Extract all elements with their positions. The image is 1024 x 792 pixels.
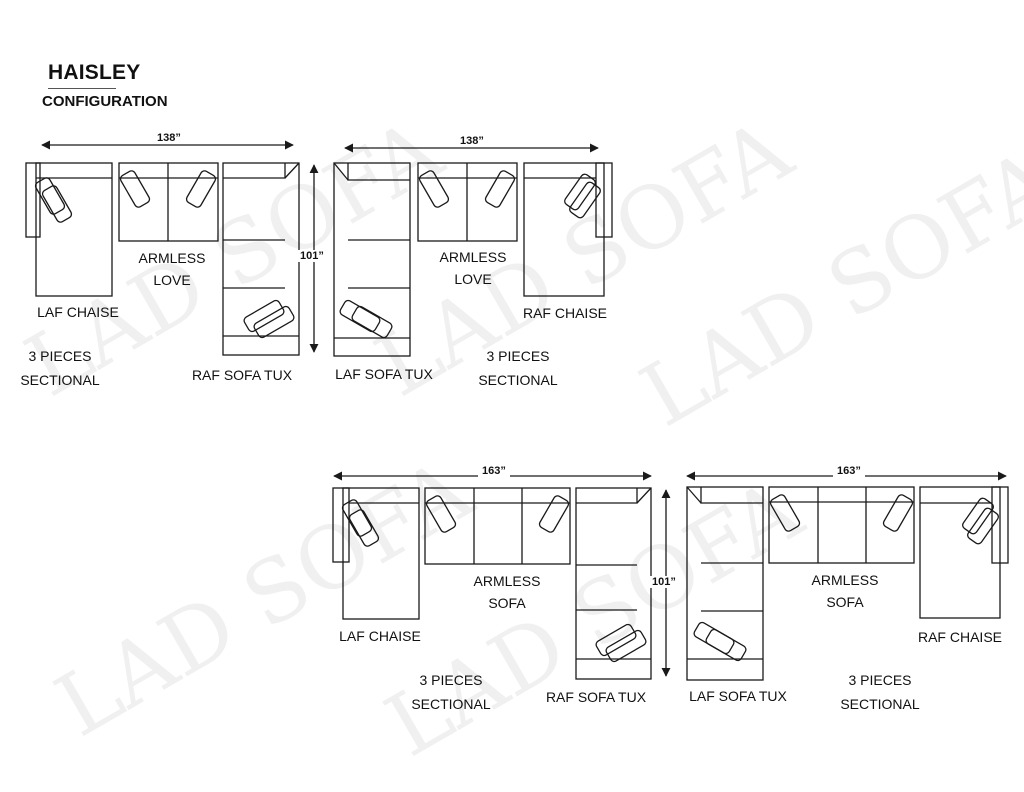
laf-chaise-shape [332, 487, 420, 620]
page-subtitle: CONFIGURATION [42, 93, 168, 110]
config-1-width-label: 138” [153, 132, 185, 144]
page-title: HAISLEY [48, 61, 141, 84]
config-4-piece-3-label: RAF CHAISE [917, 629, 1002, 645]
config-3-drawing [332, 471, 671, 680]
config-4-summary-label: 3 PIECES SECTIONAL [840, 672, 920, 712]
raf-sofa-tux-shape [575, 487, 652, 680]
config-2-piece-3-label: RAF CHAISE [522, 305, 607, 321]
config-4-piece-2-label: ARMLESS SOFA [811, 572, 879, 610]
config-4-piece-1-label: LAF SOFA TUX [689, 688, 787, 704]
laf-chaise-shape [25, 162, 113, 297]
config-1-piece-2-label: ARMLESS LOVE [138, 250, 206, 288]
config-3-depth-label: 101” [648, 576, 680, 588]
raf-chaise-shape [919, 486, 1009, 619]
config-2-piece-1-label: LAF SOFA TUX [335, 366, 433, 382]
config-1-piece-1-label: LAF CHAISE [37, 304, 119, 320]
config-1-depth-label: 101” [296, 250, 328, 262]
armless-love-shape [118, 162, 219, 242]
config-2-width-label: 138” [456, 135, 488, 147]
laf-sofa-tux-shape [333, 162, 411, 357]
armless-love-shape [417, 162, 518, 242]
config-4-width-label: 163” [833, 465, 865, 477]
config-3-piece-2-label: ARMLESS SOFA [473, 573, 541, 611]
laf-sofa-tux-shape [686, 486, 764, 681]
armless-sofa-shape [424, 487, 571, 565]
config-3-piece-3-label: RAF SOFA TUX [545, 689, 647, 705]
config-1-summary-label: 3 PIECES SECTIONAL [20, 348, 100, 388]
config-3-summary-label: 3 PIECES SECTIONAL [411, 672, 491, 712]
config-2-piece-2-label: ARMLESS LOVE [439, 249, 507, 287]
raf-sofa-tux-shape [222, 162, 300, 356]
raf-chaise-shape [523, 162, 613, 297]
config-3-width-label: 163” [478, 465, 510, 477]
armless-sofa-shape [768, 486, 915, 564]
config-2-drawing [333, 143, 613, 357]
config-3-piece-1-label: LAF CHAISE [339, 628, 421, 644]
config-4-drawing [686, 471, 1009, 681]
config-1-piece-3-label: RAF SOFA TUX [191, 367, 293, 383]
config-2-summary-label: 3 PIECES SECTIONAL [478, 348, 558, 388]
title-underline [48, 88, 116, 89]
